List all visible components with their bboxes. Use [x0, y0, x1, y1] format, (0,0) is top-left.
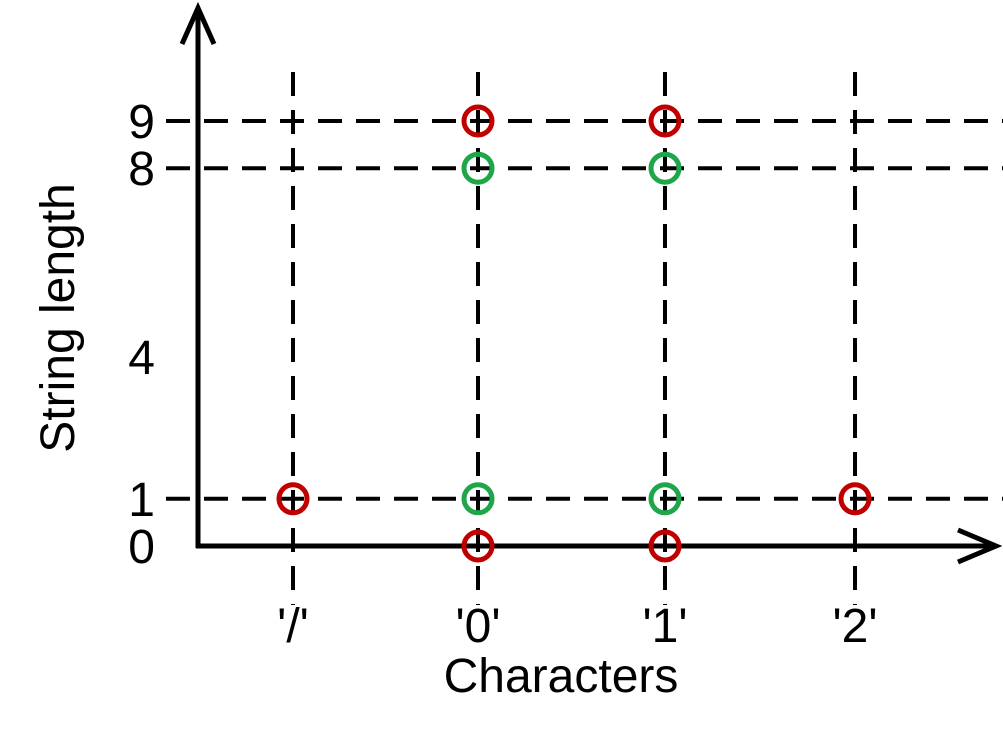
- data-point: [648, 482, 682, 516]
- x-tick-labels: '/' '0' '1' '2': [277, 600, 877, 653]
- x-tick-label: '0': [455, 600, 500, 653]
- data-point: [461, 482, 495, 516]
- x-axis-arrowhead: [957, 527, 1003, 565]
- data-point: [838, 482, 872, 516]
- x-axis-title: Characters: [444, 650, 679, 703]
- data-point: [461, 529, 495, 563]
- y-tick-label: 1: [128, 474, 155, 527]
- y-axis-title: String length: [32, 183, 85, 453]
- y-tick-labels: 01 4 89: [128, 96, 155, 574]
- axes: [179, 1, 1003, 565]
- y-tick-label: 9: [128, 96, 155, 149]
- x-tick-label: '1': [642, 600, 687, 653]
- data-point: [648, 529, 682, 563]
- data-point: [648, 151, 682, 185]
- y-axis-arrowhead: [179, 1, 217, 46]
- y-tick-label: 0: [128, 521, 155, 574]
- x-tick-label: '2': [832, 600, 877, 653]
- data-point: [276, 482, 310, 516]
- y-tick-label: 8: [128, 143, 155, 196]
- data-points: [276, 104, 872, 563]
- guide-lines: [166, 72, 1003, 605]
- data-point: [461, 151, 495, 185]
- x-tick-label: '/': [277, 600, 309, 653]
- data-point: [461, 104, 495, 138]
- y-tick-label: 4: [128, 332, 155, 385]
- data-point: [648, 104, 682, 138]
